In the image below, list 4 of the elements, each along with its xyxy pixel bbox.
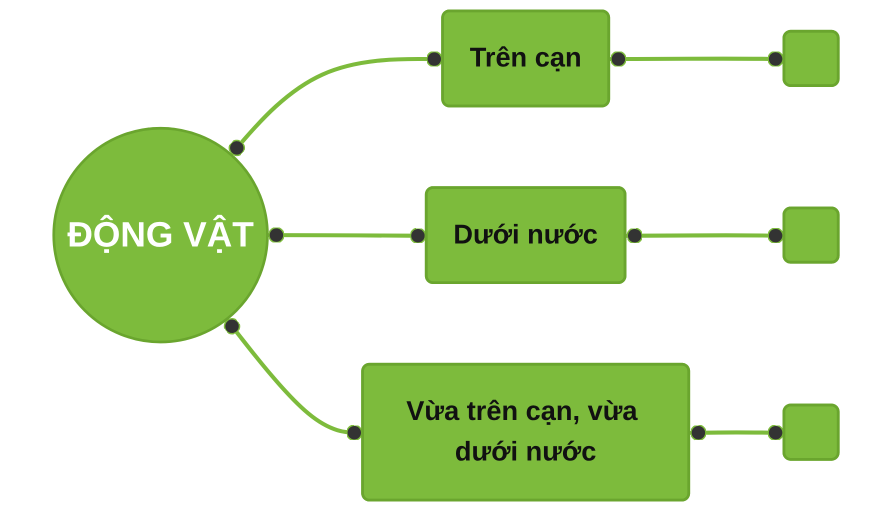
connector (224, 318, 364, 441)
connector (267, 226, 427, 244)
connector (228, 50, 444, 156)
node-circle (52, 126, 269, 344)
